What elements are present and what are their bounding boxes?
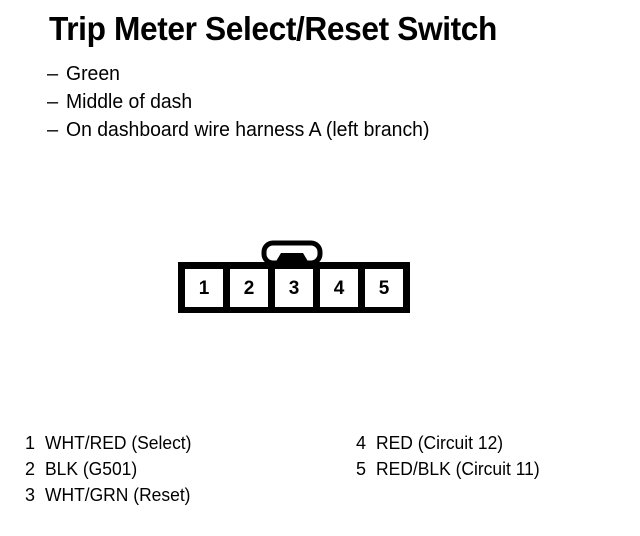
pin-legend-left-column: 1 WHT/RED (Select) 2 BLK (G501) 3 WHT/GR…: [25, 430, 196, 508]
list-item: 5 RED/BLK (Circuit 11): [356, 456, 545, 482]
pin-legend-right-column: 4 RED (Circuit 12) 5 RED/BLK (Circuit 11…: [356, 430, 545, 482]
legend-pin-number: 5: [356, 459, 367, 479]
cavity-number-3: 3: [289, 278, 300, 299]
list-item: 4 RED (Circuit 12): [356, 430, 545, 456]
legend-pin-number: 3: [25, 485, 36, 505]
list-item: 2 BLK (G501): [25, 456, 196, 482]
legend-wire-label: WHT/GRN (Reset): [45, 485, 191, 505]
legend-pin-number: 2: [25, 459, 36, 479]
pin-legend: 1 WHT/RED (Select) 2 BLK (G501) 3 WHT/GR…: [0, 430, 640, 530]
cavity-1: [185, 269, 223, 307]
cavity-4: [320, 269, 358, 307]
description-bullet-list: – Green – Middle of dash – On dashboard …: [47, 60, 607, 144]
list-item: 1 WHT/RED (Select): [25, 430, 196, 456]
connector-diagram: 1 2 3 4 5: [176, 240, 412, 316]
cavity-number-1: 1: [199, 278, 210, 299]
list-item: – On dashboard wire harness A (left bran…: [47, 116, 607, 144]
list-item: – Green: [47, 60, 607, 88]
page-title: Trip Meter Select/Reset Switch: [49, 10, 498, 47]
legend-pin-number: 1: [25, 433, 36, 453]
bullet-text: On dashboard wire harness A (left branch…: [66, 119, 430, 141]
dash-bullet-icon: –: [47, 63, 59, 85]
list-item: 3 WHT/GRN (Reset): [25, 482, 196, 508]
dash-bullet-icon: –: [47, 91, 59, 113]
connector-latch-icon: [261, 240, 323, 266]
legend-wire-label: WHT/RED (Select): [45, 433, 192, 453]
list-item: – Middle of dash: [47, 88, 607, 116]
legend-wire-label: BLK (G501): [45, 459, 138, 479]
cavity-2: [230, 269, 268, 307]
dash-bullet-icon: –: [47, 119, 59, 141]
legend-pin-number: 4: [356, 433, 367, 453]
legend-wire-label: RED (Circuit 12): [376, 433, 504, 453]
legend-wire-label: RED/BLK (Circuit 11): [376, 459, 540, 479]
cavity-number-4: 4: [334, 278, 345, 299]
cavity-number-2: 2: [244, 278, 255, 299]
cavity-3: [275, 269, 313, 307]
bullet-text: Green: [66, 63, 120, 85]
bullet-text: Middle of dash: [66, 91, 193, 113]
cavity-5: [365, 269, 403, 307]
cavity-number-5: 5: [379, 278, 390, 299]
